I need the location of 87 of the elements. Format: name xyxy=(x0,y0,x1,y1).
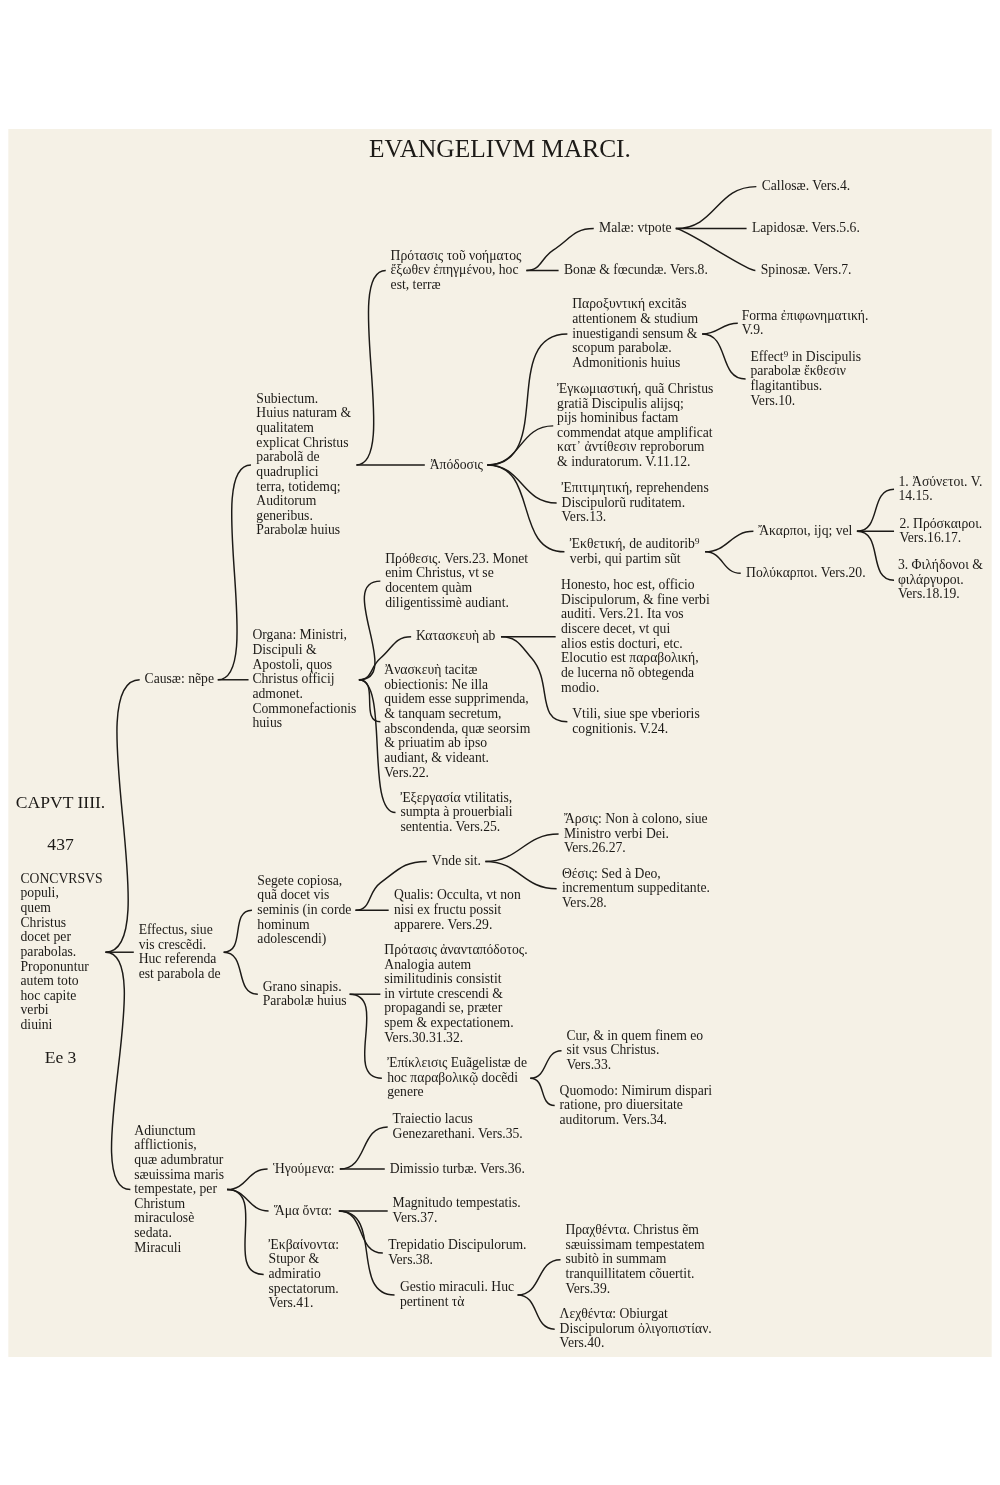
node-text: Effect⁹ in Discipulis parabolæ ἔκθεσιν flagitantibus. Vers.10. xyxy=(750,348,862,408)
node-text: Malæ: vtpote xyxy=(599,219,672,235)
node-text: Cur, & in quem finem eo sit vsus Christus. Vers.33. xyxy=(566,1027,704,1072)
node-text: Ἐκβαίνοντα: Stupor & admiratio spectatorum. Vers.41. xyxy=(268,1236,340,1310)
node-text: Qualis: Occulta, vt non nisi ex fructu possit apparere. Vers.29. xyxy=(394,886,521,931)
node-text: Dimissio turbæ. Vers.36. xyxy=(389,1160,525,1176)
connector xyxy=(339,1125,389,1170)
node-text: Callosæ. Vers.4. xyxy=(761,177,851,193)
connector xyxy=(217,463,252,680)
connector xyxy=(354,909,390,911)
node-text: Θέσις: Sed à Deo, incrementum suppeditante. Vers.28. xyxy=(562,865,710,910)
node-text: Ἀπόδοσις xyxy=(429,456,483,472)
node-text: Ἐγκωμιαστική, quã Christus gratiã Discipulis alijsq; pijs hominibus factam commendat atque amplificat κατ᾽ ἀντίθεσιν reproborum & induratorum. V.11.12. xyxy=(557,380,714,469)
node-text: Vnde sit. xyxy=(431,852,481,868)
node-text: Vtili, siue spe vberioris cognitionis. V.24. xyxy=(572,705,700,736)
connector xyxy=(516,1293,556,1330)
node-text: Forma ἐπιφωνηματική. V.9. xyxy=(741,307,869,337)
connector xyxy=(104,951,135,953)
connector xyxy=(529,1076,556,1106)
node-text: Magnitudo tempestatis. Vers.37. xyxy=(392,1194,521,1225)
node-text: Πραχθέντα. Christus ẽm sæuissimam tempestatem subitò in summam tranquillitatem cõuertit. Vers.39. xyxy=(565,1221,705,1296)
label: Ee 3 xyxy=(44,1046,77,1067)
connector xyxy=(704,550,742,574)
node-text: Causæ: nẽpe xyxy=(144,670,214,686)
connector xyxy=(338,1209,396,1296)
connector xyxy=(226,1188,265,1275)
node-text: Πρότασις ἀνανταπόδοτος. Analogia autem similitudinis consistit in virtute crescendi & propagandi se, præter spem & expectationem. Vers.30.31.32. xyxy=(384,941,528,1045)
node-text: Honesto, hoc est, officio Discipulorum, & fine verbi auditi. Vers.21. Ita vos discere decet, vt qui alios estis docturi, etc. Elocutio est παραβολική, de lucerna nõ obtegenda modio. xyxy=(561,576,710,695)
node-text: 3. Φιλήδονοι & φιλάργυροι. Vers.18.19. xyxy=(897,556,983,601)
node-text: Ἐκθετική, de auditorib⁹ verbi, qui partim sũt xyxy=(569,535,700,566)
node-text: Bonæ & fœcundæ. Vers.8. xyxy=(563,261,708,277)
node-text: Ἀνασκευὴ tacitæ obiectionis: Ne illa quidem esse supprimenda, & tanquam secretum, abscondenda, quæ seorsim & priuatim ab ipso audiant, & videant. Vers.22. xyxy=(384,661,531,780)
diagram-title: EVANGELIVM MARCI. xyxy=(369,133,631,162)
node-text: Πρόθεσις. Vers.23. Monet enim Christus, vt se docentem quàm diligentissimè audiant. xyxy=(385,550,529,610)
connector xyxy=(701,332,747,380)
node-text: Ἡγούμενα: xyxy=(272,1160,335,1176)
connector xyxy=(339,1167,386,1170)
connector xyxy=(348,993,383,1079)
node-text: Παροξυντική excitãs attentionem & studium inuestigandi sensum & scopum parabolæ. Admonitionis huius xyxy=(572,295,699,370)
node-text: Ἐξεργασία vtilitatis, sumpta à prouerbiali sententia. Vers.25. xyxy=(400,789,513,834)
node-text: Ἄρσις: Non à colono, siue Ministro verbi Dei. Vers.26.27. xyxy=(563,810,708,855)
node-text: Traiectio lacus Genezarethani. Vers.35. xyxy=(392,1110,523,1141)
connector xyxy=(675,227,748,229)
connector xyxy=(500,635,569,722)
node-text: Gestio miraculi. Huc pertinent τὰ xyxy=(399,1278,515,1309)
connector xyxy=(701,322,739,335)
node-text: 2. Πρόσκαιροι. Vers.16.17. xyxy=(899,515,983,545)
connector xyxy=(104,951,132,1190)
connector xyxy=(104,678,141,953)
connector xyxy=(217,678,250,680)
node-text: Adiunctum afflictionis, quæ adumbratur sæuissima maris tempestate, per Christum miraculosè sedata. Miraculi xyxy=(134,1122,225,1255)
connector xyxy=(355,463,426,466)
node-text: Ἐπιτιμητική, reprehendens Discipulorũ ruditatem. Vers.13. xyxy=(561,479,709,524)
node-text: Κατασκευὴ ab xyxy=(416,627,496,643)
connector xyxy=(675,185,758,229)
connector xyxy=(348,993,382,995)
node-text: Organa: Ministri, Discipuli & Apostoli, quos Christus officij admonet. Commonefactionis huius xyxy=(252,626,357,730)
node-text: Grano sinapis. Parabolæ huius xyxy=(262,978,347,1008)
node-text: Effectus, siue vis crescẽdi. Huc referenda est parabola de xyxy=(138,921,221,981)
node-text: Lapidosæ. Vers.5.6. xyxy=(751,219,860,235)
connector xyxy=(529,1049,563,1079)
connector xyxy=(486,463,566,553)
node-text: CONCVRSVS populi, quem Christus docet per parabolas. Proponuntur autem toto hoc capite verbi diuini xyxy=(20,870,103,1032)
node-text: Trepidatio Discipulorum. Vers.38. xyxy=(388,1236,527,1267)
node-text: Πολύκαρποι. Vers.20. xyxy=(746,564,866,580)
connector xyxy=(856,488,895,532)
connector xyxy=(358,678,397,813)
node-text: Ἄκαρποι, ijq; vel xyxy=(758,522,853,538)
node-text: Spinosæ. Vers.7. xyxy=(760,261,852,277)
connector xyxy=(675,227,757,271)
connector xyxy=(525,227,595,271)
node-text: Segete copiosa, quã docet vis seminis (in corde hominum adolescendi) xyxy=(257,872,352,946)
connector xyxy=(354,860,428,911)
node-text: Quomodo: Nimirum dispari ratione, pro diuersitate auditorum. Vers.34. xyxy=(559,1082,713,1127)
connector xyxy=(222,951,259,995)
label: 437 xyxy=(47,833,74,854)
node-text: Ἐπίκλεισις Euãgelistæ de hoc παραβολικῷ docẽdi genere xyxy=(387,1054,528,1099)
connector xyxy=(484,860,558,889)
node-text: Πρότασις τοῦ νοήματος ἔξωθεν ἐπηγμένου, hoc est, terræ xyxy=(390,247,522,292)
node-text: Subiectum. Huius naturam & qualitatem explicat Christus parabolã de quadruplici terra, totidemq; Auditorum generibus. Parabolæ huius xyxy=(256,390,352,537)
node-text: Ἅμα ὄντα: xyxy=(273,1202,333,1218)
node-text: Λεχθέντα: Obiurgat Discipulorum ὀλιγοπιστίαν. Vers.40. xyxy=(559,1305,712,1350)
label: CAPVT IIII. xyxy=(15,791,106,812)
connector xyxy=(222,909,253,953)
connector xyxy=(856,530,895,581)
node-text: 1. Ἀσύνετοι. V. 14.15. xyxy=(898,473,983,503)
connector xyxy=(525,269,560,271)
